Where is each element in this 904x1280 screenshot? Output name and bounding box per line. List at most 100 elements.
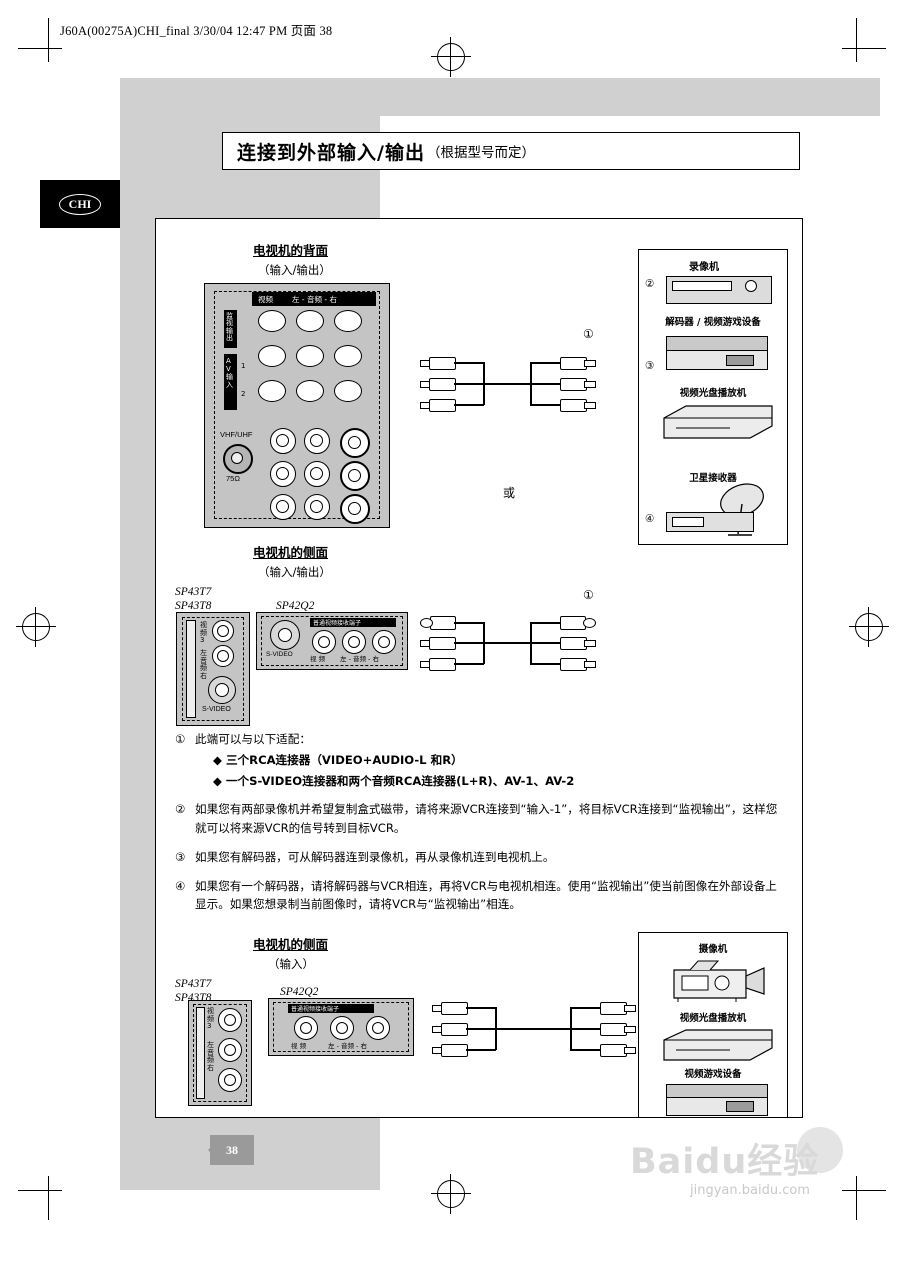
side-panel-right-jack (312, 630, 336, 654)
rca-plug-body (560, 378, 587, 391)
note-bullet: ◆ 三个RCA连接器（VIDEO+AUDIO-L 和R） (213, 752, 463, 767)
side-panel-input-right-jack (330, 1016, 354, 1040)
rca-plug-body (560, 357, 587, 370)
rca-plug-left (432, 1044, 468, 1057)
side-panel-input-jack-inner (224, 1044, 236, 1056)
device-callout-2: ② (645, 278, 655, 290)
cable-wire (483, 642, 561, 644)
side-panel-input-audio-label: 左 音频 右 (207, 1041, 214, 1073)
rca-plug-body (429, 658, 456, 671)
cable-wire (454, 404, 484, 406)
side-panel-left-video-label: 视频 3 (200, 621, 207, 645)
panel-av-input-1-label: 1 (241, 362, 246, 370)
cable-wire (454, 642, 484, 644)
cable-wire (530, 362, 532, 405)
side-panel-input-right-jack-inner (336, 1022, 348, 1034)
rca-plug-body (560, 658, 587, 671)
note-text: 如果您有两部录像机并希望复制盒式磁带，请将来源VCR连接到“输入-1”，将目标V… (195, 802, 778, 836)
language-tab-label: CHI (58, 193, 102, 215)
crop-mark (842, 48, 886, 49)
side-panel-right-top-bar (310, 618, 396, 627)
note-item-2: ② 如果您有两部录像机并希望复制盒式磁带，请将来源VCR连接到“输入-1”，将目… (175, 800, 787, 838)
rca-plug-body (600, 1023, 627, 1036)
tv-side-panel-right-dashed (261, 616, 403, 666)
panel-round-jack-inner (348, 436, 361, 449)
rca-plug-left (420, 378, 456, 391)
side-panel-input-audio-text: 左 - 音频 - 右 (328, 1042, 367, 1050)
rca-plug-right (600, 1023, 636, 1036)
side-panel-input-video-label: 视频 3 (207, 1007, 214, 1031)
rca-plug-right (600, 1044, 636, 1057)
rca-plug-left (420, 357, 456, 370)
side-panel-input-right-jack (366, 1016, 390, 1040)
tv-side-panel-left-dashed (182, 617, 244, 721)
cable-wire (454, 362, 484, 364)
panel-col-audio-label: 左 - 音频 - 右 (292, 295, 337, 304)
side-panel-right-jack-inner (348, 636, 360, 648)
page-title: 连接到外部输入/输出 （根据型号而定） (222, 132, 800, 170)
side-panel-left-svideo-label: S-VIDEO (202, 706, 231, 713)
diagram2-heading: 电视机的侧面 (253, 545, 329, 560)
panel-round-jack (340, 494, 370, 524)
device-label-vcr: 录像机 (689, 262, 719, 273)
side-panel-right-video-label: 视 频 (310, 655, 326, 663)
side-panel-right-svideo-jack (270, 620, 300, 650)
note-number: ② (175, 802, 186, 817)
rca-plug-body (600, 1044, 627, 1057)
panel-round-jack (270, 494, 296, 520)
side-panel-input-jack-inner (224, 1014, 236, 1026)
side-panel-input-right-jack-inner (300, 1022, 312, 1034)
rca-plug-tip (624, 1047, 636, 1054)
device-icon-camcorder (673, 960, 765, 1002)
panel-jack (334, 380, 362, 402)
device-label-satellite: 卫星接收器 (689, 473, 737, 484)
side-panel-left-jack (212, 645, 234, 667)
crop-mark (842, 1190, 886, 1191)
tv-side-panel-input-left-strip (196, 1007, 205, 1099)
cable-wire (466, 1007, 496, 1009)
panel-col-video-label: 视频 (258, 295, 273, 304)
panel-round-jack-inner (310, 500, 323, 513)
side-panel-input-top-bar-label: 普通视频接收端子 (291, 1006, 340, 1013)
cable-wire (530, 404, 561, 406)
svideo-plug-tip (420, 618, 433, 628)
side-panel-left-jack-inner (217, 650, 229, 662)
svideo-plug-left (420, 616, 456, 630)
panel-round-jack (340, 461, 370, 491)
gray-background-top (120, 78, 880, 116)
device-callout-3: ③ (645, 360, 655, 372)
rca-plug-tip (584, 661, 596, 668)
cable-wire (570, 1049, 601, 1051)
side-panel-left-audio-label: 左 音频 右 (200, 649, 207, 681)
cable-wire (466, 1028, 496, 1030)
diagram1-subheading: （输入/输出） (258, 263, 331, 277)
rca-plug-body (441, 1023, 468, 1036)
side-panel-left-jack-inner (217, 625, 229, 637)
rca-plug-tip (584, 381, 596, 388)
panel-av-input-label: A V 输 入 (226, 357, 233, 390)
cable-wire (454, 383, 484, 385)
panel-jack (258, 310, 286, 332)
page-title-main: 连接到外部输入/输出 (237, 141, 425, 164)
crop-mark (856, 18, 857, 62)
note-item-4: ④ 如果您有一个解码器，请将解码器与VCR相连，再将VCR与电视机相连。使用“监… (175, 877, 787, 915)
side-panel-input-jack (218, 1068, 242, 1092)
rca-plug-tip (584, 360, 596, 367)
cable-wire (454, 622, 484, 624)
panel-jack (296, 380, 324, 402)
side-panel-input-jack-inner (224, 1074, 236, 1086)
cable-wire (570, 1007, 601, 1009)
rca-plug-body (560, 399, 587, 412)
device-icon-decoder-slot (726, 355, 754, 366)
device-icon-game-console-slot (726, 1101, 754, 1112)
note-text: 如果您有一个解码器，请将解码器与VCR相连，再将VCR与电视机相连。使用“监视输… (195, 878, 777, 912)
devices-bottom-box (638, 932, 788, 1118)
cable-wire (570, 1007, 572, 1050)
panel-jack (334, 345, 362, 367)
rca-plug-body (441, 1002, 468, 1015)
rca-plug-left (420, 658, 456, 671)
device-icon-vcr-slot (672, 281, 732, 291)
cable-wire (454, 663, 484, 665)
diagram1-or-label: 或 (503, 486, 516, 500)
side-panel-right-svideo-inner (278, 628, 292, 642)
